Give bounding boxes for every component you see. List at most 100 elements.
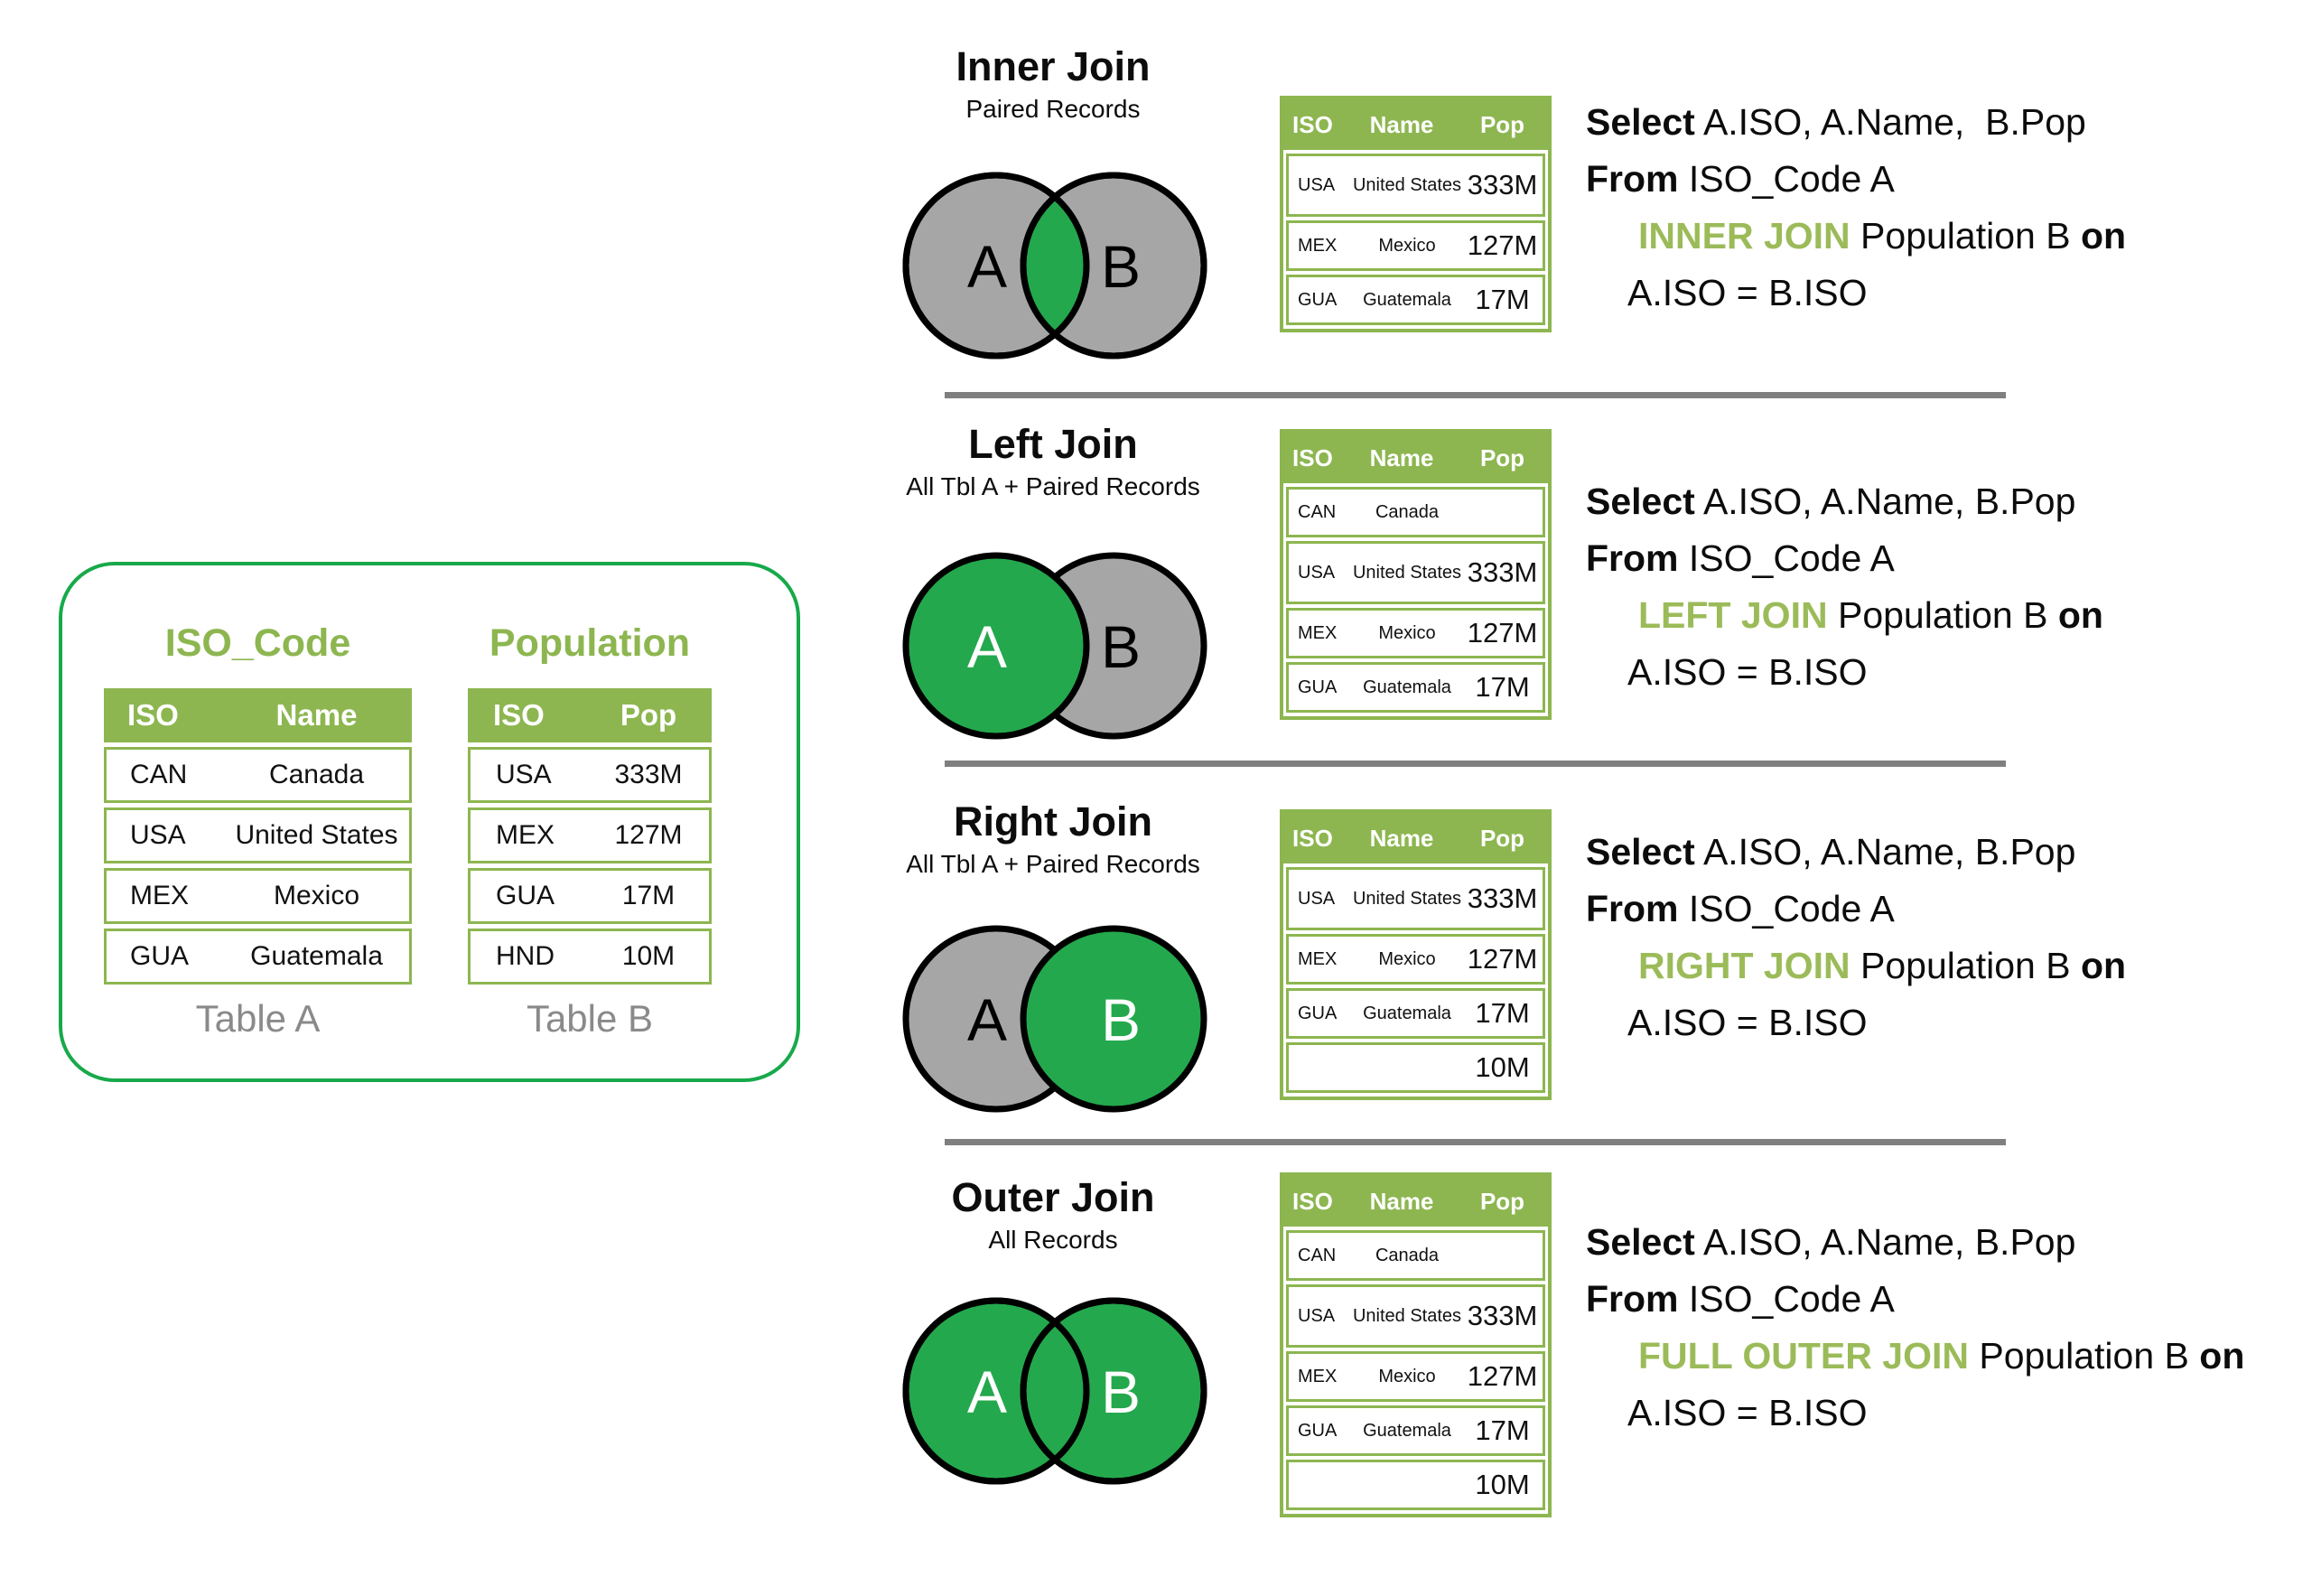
result-table-header: ISO Name Pop [1283, 1176, 1548, 1227]
section-divider [945, 392, 2006, 398]
pop-cell: 333M [1467, 556, 1538, 588]
venn-label-a: A [967, 613, 1007, 680]
iso-cell: MEX [1298, 235, 1338, 256]
iso-cell: CAN [1298, 1245, 1337, 1265]
table-row: MEX Mexico 127M [1286, 220, 1545, 271]
right-join-result-table: ISO Name Pop USA United States 333M MEX … [1280, 809, 1552, 1100]
iso-cell: CAN [130, 760, 188, 789]
column-header: Name [275, 698, 358, 732]
name-cell: United States [235, 820, 398, 850]
sql-condition-line: A.ISO = B.ISO [1627, 651, 1868, 693]
table-row: USA United States 333M [1286, 867, 1545, 930]
pop-cell: 127M [1467, 229, 1538, 261]
sql-select-line: Select A.ISO, A.Name, B.Pop [1586, 481, 2076, 522]
right-join-heading: Right Join All Tbl A + Paired Records [845, 798, 1261, 879]
inner-join-sql: Select A.ISO, A.Name, B.Pop From ISO_Cod… [1586, 94, 2126, 322]
left-join-sql: Select A.ISO, A.Name, B.Pop From ISO_Cod… [1586, 473, 2103, 701]
table-row: USA 333M [468, 747, 712, 803]
iso-cell: USA [130, 820, 186, 850]
section-subtitle: Paired Records [965, 94, 1141, 123]
left-join-venn-diagram: A B [902, 552, 1207, 740]
table-row: USA United States 333M [1286, 541, 1545, 604]
table-b-header: ISO Pop [468, 688, 712, 742]
table-row: MEX Mexico 127M [1286, 934, 1545, 985]
sql-join-line: INNER JOIN Population B on [1638, 215, 2127, 257]
sql-from-line: From ISO_Code A [1586, 537, 1895, 579]
venn-label-b: B [1101, 613, 1141, 680]
outer-join-venn-diagram: A B [902, 1297, 1207, 1485]
column-header: Pop [1479, 1187, 1525, 1215]
column-header: Pop [1479, 443, 1525, 471]
table-row: GUA Guatemala 17M [1286, 662, 1545, 713]
venn-label-b: B [1101, 233, 1141, 300]
sql-join-line: LEFT JOIN Population B on [1638, 594, 2103, 636]
table-row: GUA Guatemala 17M [1286, 275, 1545, 325]
sql-condition-line: A.ISO = B.ISO [1627, 272, 1868, 313]
inner-join-venn-diagram: A B [902, 172, 1207, 359]
column-header: ISO [1292, 110, 1333, 138]
source-tables-panel: ISO_Code Population ISO Name CAN Canada … [59, 562, 800, 1082]
iso-cell: USA [1298, 1305, 1336, 1326]
column-header: Name [1369, 824, 1434, 852]
sql-select-line: Select A.ISO, A.Name, B.Pop [1586, 1221, 2076, 1263]
column-header: ISO [1292, 1187, 1333, 1215]
section-subtitle: All Tbl A + Paired Records [906, 849, 1200, 878]
pop-cell: 127M [1467, 943, 1538, 975]
pop-cell: 17M [1475, 671, 1530, 703]
pop-cell: 10M [621, 941, 676, 971]
name-cell: United States [1352, 1305, 1462, 1326]
section-divider [945, 761, 2006, 767]
sql-condition-line: A.ISO = B.ISO [1627, 1002, 1868, 1043]
column-header: ISO [127, 698, 179, 732]
name-cell: United States [1352, 562, 1462, 583]
pop-cell: 17M [1475, 1414, 1530, 1446]
pop-cell: 10M [1475, 1051, 1530, 1083]
pop-cell: 333M [1467, 882, 1538, 914]
iso-cell: USA [1298, 562, 1336, 583]
table-b: ISO Pop USA 333M MEX 127M GUA 17M HND 10… [468, 688, 712, 985]
sql-select-line: Select A.ISO, A.Name, B.Pop [1586, 831, 2076, 873]
sql-from-line: From ISO_Code A [1586, 1278, 1895, 1320]
table-row: USA United States [104, 807, 412, 863]
table-row: MEX Mexico 127M [1286, 1351, 1545, 1402]
table-row: HND 10M [468, 929, 712, 985]
table-row: MEX Mexico 127M [1286, 608, 1545, 658]
outer-join-result-table: ISO Name Pop CAN Canada USA United State… [1280, 1172, 1552, 1517]
iso-cell: MEX [130, 881, 190, 910]
column-header: Pop [620, 698, 677, 732]
sql-from-line: From ISO_Code A [1586, 158, 1895, 200]
table-a-caption: Table A [195, 997, 321, 1040]
pop-cell: 333M [1467, 169, 1538, 201]
iso-cell: USA [496, 760, 552, 789]
venn-label-b: B [1101, 986, 1141, 1053]
column-header: Pop [1479, 110, 1525, 138]
table-row: GUA 17M [468, 868, 712, 924]
pop-cell: 10M [1475, 1469, 1530, 1500]
table-b-title: Population [489, 621, 691, 665]
name-cell: Guatemala [250, 941, 383, 971]
table-row: 10M [1286, 1042, 1545, 1093]
outer-join-sql: Select A.ISO, A.Name, B.Pop From ISO_Cod… [1586, 1214, 2244, 1442]
table-row: MEX 127M [468, 807, 712, 863]
sql-from-line: From ISO_Code A [1586, 888, 1895, 929]
column-header: Name [1369, 110, 1434, 138]
pop-cell: 333M [614, 760, 683, 789]
table-row: MEX Mexico [104, 868, 412, 924]
outer-join-heading: Outer Join All Records [845, 1174, 1261, 1255]
iso-cell: USA [1298, 174, 1336, 195]
section-subtitle: All Tbl A + Paired Records [906, 471, 1200, 500]
pop-cell: 333M [1467, 1300, 1538, 1331]
iso-cell: GUA [130, 941, 190, 971]
inner-join-heading: Inner Join Paired Records [845, 43, 1261, 124]
venn-label-a: A [967, 986, 1007, 1053]
name-cell: United States [1352, 174, 1462, 195]
section-title: Outer Join [951, 1174, 1155, 1220]
section-title: Left Join [968, 421, 1138, 467]
result-table-header: ISO Name Pop [1283, 433, 1548, 483]
column-header: ISO [1292, 824, 1333, 852]
table-row: CAN Canada [104, 747, 412, 803]
name-cell: United States [1352, 888, 1462, 909]
iso-cell: CAN [1298, 501, 1337, 522]
table-a-header: ISO Name [104, 688, 412, 742]
sql-join-line: RIGHT JOIN Population B on [1638, 945, 2127, 986]
